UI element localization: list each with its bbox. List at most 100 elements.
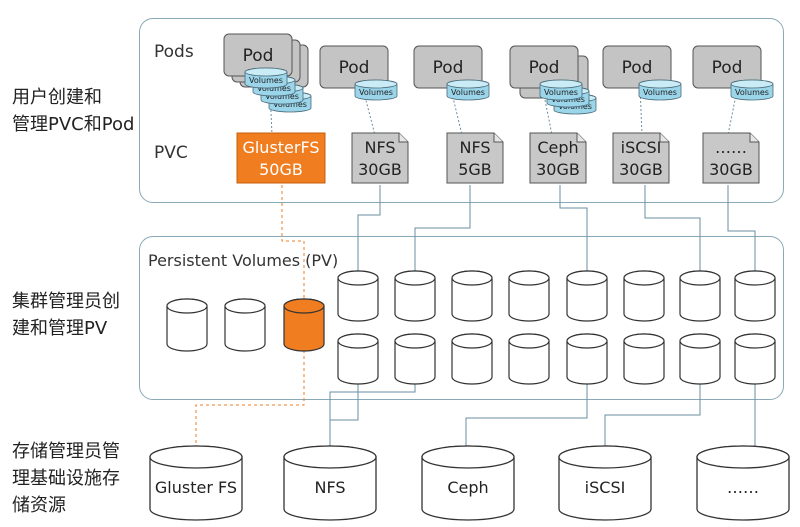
pvc-fold	[493, 133, 503, 143]
storage-label: Gluster FS	[155, 478, 237, 497]
user-role-line2: 管理PVC和Pod	[12, 114, 135, 135]
cylinder-top	[623, 333, 665, 349]
pv-to-storage-link-4	[604, 378, 701, 450]
pvc-6: …… 30GB	[702, 132, 760, 184]
pod-label: Pod	[339, 58, 370, 78]
pvc-document	[612, 132, 670, 184]
pvc-size: 5GB	[458, 160, 492, 179]
pvc-fold	[398, 133, 408, 143]
pod-6: Pod	[692, 45, 762, 89]
pod-label: Pod	[529, 58, 560, 78]
glusterfs-backend-link	[195, 350, 305, 448]
pvc-document	[702, 132, 760, 184]
pvc-label: PVC	[154, 143, 188, 163]
storage-label: Ceph	[447, 478, 488, 497]
connection-lines	[195, 185, 756, 450]
pvc-size: 30GB	[709, 160, 753, 179]
pvc-fold	[659, 133, 669, 143]
cylinder-top	[734, 333, 776, 349]
storage-label: ……	[727, 478, 759, 497]
volume-label: Volumes	[265, 92, 299, 101]
pvc-to-pv-link-4	[644, 185, 701, 272]
pvc-4: Ceph 30GB	[529, 132, 587, 184]
storage-backend-3: Ceph	[421, 445, 515, 521]
volume-top	[244, 67, 288, 77]
pv-row2-8	[734, 333, 776, 385]
storage-cylinder-top	[421, 445, 515, 469]
cylinder-top	[566, 333, 608, 349]
pvc-to-pv-link-3	[559, 185, 588, 272]
cylinder-top	[337, 270, 379, 286]
pod-box	[319, 45, 389, 89]
volume-label: Volumes	[451, 88, 485, 97]
pv-row2-3	[451, 333, 493, 385]
cylinder-top	[283, 298, 325, 314]
pod-box	[692, 45, 762, 89]
pvc-size: 30GB	[358, 160, 402, 179]
volume-top	[730, 79, 774, 89]
pv-row2-4	[508, 333, 550, 385]
volume-top	[539, 79, 583, 89]
user-role-label: 用户创建和 管理PVC和Pod	[12, 84, 134, 138]
pod-3: Pod	[413, 45, 483, 89]
pvc-document	[446, 132, 504, 184]
cylinder-top	[508, 270, 550, 286]
storage-cylinder-top	[149, 445, 243, 469]
pv-row2-7	[679, 333, 721, 385]
pvc-name: NFS	[364, 138, 395, 157]
volume-label: Volumes	[643, 88, 677, 97]
pvc-name: Ceph	[537, 138, 578, 157]
volume-top	[638, 79, 682, 89]
pod-box	[602, 45, 672, 89]
storage-role-label: 存储管理员管 理基础设施存 储资源	[12, 438, 120, 519]
volume-label: Volumes	[257, 84, 291, 93]
pod-1: Pod	[223, 33, 293, 77]
cylinder-top	[679, 333, 721, 349]
pv-glusterfs	[283, 298, 325, 352]
cylinder-top	[166, 298, 208, 314]
storage-cylinder-top	[558, 445, 652, 469]
pv-row2-5	[566, 333, 608, 385]
volume-2: Volumes	[354, 79, 398, 101]
cylinder-top	[679, 270, 721, 286]
pvc-size: 30GB	[536, 160, 580, 179]
cylinder-top	[623, 270, 665, 286]
cylinder-top	[508, 333, 550, 349]
admin-role-label: 集群管理员创 建和管理PV	[12, 288, 120, 342]
user-role-line1: 用户创建和	[12, 87, 102, 108]
cylinder-top	[337, 333, 379, 349]
pv-row1-6	[623, 270, 665, 322]
pvc-name: ……	[715, 138, 747, 157]
pv-to-storage-link-3	[465, 378, 588, 450]
pv-to-storage-link-2	[329, 378, 416, 450]
pvc-to-pv-link-1	[357, 185, 381, 272]
volume-top	[446, 79, 490, 89]
storage-backend-2: NFS	[283, 445, 377, 521]
volume-1: Volumes	[244, 67, 288, 89]
pvc-name: NFS	[459, 138, 490, 157]
admin-role-line1: 集群管理员创	[12, 291, 120, 312]
pod-label: Pod	[243, 46, 274, 66]
pod-label: Pod	[712, 58, 743, 78]
pod-2: Pod	[319, 45, 389, 89]
pvc-size: 50GB	[259, 160, 303, 179]
volume-5: Volumes	[638, 79, 682, 101]
pv-row1-3	[451, 270, 493, 322]
volume-3: Volumes	[446, 79, 490, 101]
pv-row1-8	[734, 270, 776, 322]
storage-label: NFS	[314, 478, 345, 497]
cylinder-top	[394, 270, 436, 286]
storage-role-line3: 储资源	[12, 495, 66, 516]
pv-row1-4	[508, 270, 550, 322]
storage-label: iSCSI	[585, 478, 626, 497]
pvc-to-pv-link-5	[727, 185, 756, 272]
pod-label: Pod	[433, 58, 464, 78]
pvc-size: 30GB	[619, 160, 663, 179]
glusterfs-claim-link	[281, 185, 305, 300]
storage-backend-1: Gluster FS	[149, 445, 243, 521]
pv-row1-1	[337, 270, 379, 322]
cylinder-top	[224, 298, 266, 314]
volume-label: Volumes	[544, 88, 578, 97]
admin-role-line2: 建和管理PV	[12, 318, 108, 339]
pod-to-pvc-link-1	[269, 89, 273, 136]
